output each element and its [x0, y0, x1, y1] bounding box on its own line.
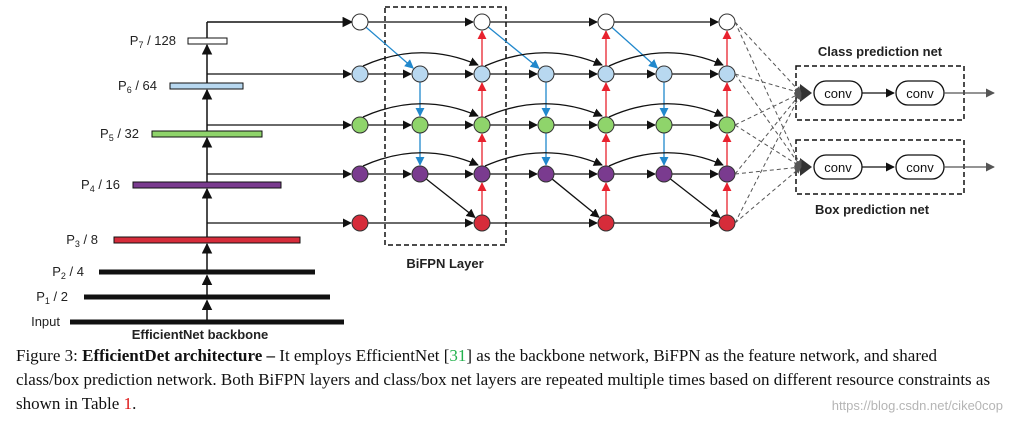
skip-curve-2-2	[608, 103, 724, 118]
figure-caption: Figure 3: EfficientDet architecture – It…	[16, 344, 1001, 416]
skip-curve-3-1	[484, 152, 603, 167]
caption-title: EfficientDet architecture –	[82, 346, 276, 365]
head-input-1-2	[734, 124, 802, 168]
conv-label-1-0: conv	[824, 86, 852, 101]
feature-node-p6-col4	[597, 65, 615, 83]
head-input-0-4	[734, 92, 802, 224]
head-input-0-2	[734, 92, 802, 126]
skip-curve-2-0	[362, 103, 479, 118]
backbone-label-input: Input	[31, 314, 60, 329]
feature-node-p4-col5	[655, 165, 673, 183]
backbone-label-p7: P7 / 128	[130, 33, 176, 50]
backbone-label-p4: P4 / 16	[81, 177, 120, 194]
bifpn-edges	[207, 17, 732, 228]
backbone-bars	[70, 37, 344, 325]
feature-node-p5-col4	[597, 116, 615, 134]
feature-node-p4-col6	[718, 165, 736, 183]
backbone: Input P1 / 2 P2 / 4 P3 / 8 P4 / 16 P5 / 32 P6 …	[31, 16, 354, 342]
td-p4-p3-1	[551, 178, 600, 218]
backbone-bar-p6	[169, 82, 244, 90]
conv-label-2-0: conv	[906, 86, 934, 101]
td-p4-p3-2	[669, 178, 721, 219]
feature-node-p4-col4	[597, 165, 615, 183]
feature-node-p5-col1	[411, 116, 429, 134]
head-input-1-3	[734, 164, 802, 175]
feature-node-p5-col3	[537, 116, 555, 134]
feature-node-p4-col2	[473, 165, 491, 183]
skip-curve-3-0	[362, 152, 479, 167]
caption-ref-31[interactable]: 31	[449, 346, 467, 365]
prediction-heads: conv conv conv conv	[734, 21, 995, 224]
conv-label-1-1: conv	[824, 160, 852, 175]
backbone-bar-p3	[113, 236, 301, 244]
feature-node-p6-col6	[718, 65, 736, 83]
backbone-bar-p1	[84, 294, 330, 300]
backbone-label-p2: P2 / 4	[52, 264, 84, 281]
feature-node-p7-col2	[473, 13, 491, 31]
backbone-labels: Input P1 / 2 P2 / 4 P3 / 8 P4 / 16 P5 / 32 P6 …	[31, 33, 176, 329]
feature-node-p4-col3	[537, 165, 555, 183]
skip-curve-1-2	[608, 52, 724, 67]
head-input-1-4	[734, 166, 802, 224]
topdown-p7-p6-0	[365, 26, 414, 69]
topdown-p7-p6-2	[611, 26, 658, 69]
td-p4-p3-0	[425, 178, 476, 218]
head-input-1-0	[734, 21, 802, 168]
feature-node-p3-col0	[351, 214, 369, 232]
efficientdet-diagram: Input P1 / 2 P2 / 4 P3 / 8 P4 / 16 P5 / 32 P6 …	[31, 6, 995, 342]
feature-node-p6-col5	[655, 65, 673, 83]
backbone-bar-p2	[99, 269, 315, 275]
feature-node-p7-col4	[597, 13, 615, 31]
feature-node-p7-col6	[718, 13, 736, 31]
backbone-bar-p4	[132, 181, 282, 189]
skip-curve-3-2	[608, 152, 724, 167]
caption-text-1: It employs EfficientNet [	[275, 346, 450, 365]
caption-figure-number: Figure 3:	[16, 346, 78, 365]
box-net-title: Box prediction net	[815, 202, 930, 217]
feature-node-p4-col1	[411, 165, 429, 183]
backbone-bar-p5	[151, 130, 263, 138]
feature-node-p5-col6	[718, 116, 736, 134]
backbone-bar-p7	[187, 37, 228, 45]
head-input-1-1	[734, 73, 802, 168]
feature-node-p7-col0	[351, 13, 369, 31]
feature-node-p3-col4	[597, 214, 615, 232]
feature-node-p6-col3	[537, 65, 555, 83]
class-net-title: Class prediction net	[818, 44, 943, 59]
feature-node-p5-col5	[655, 116, 673, 134]
head-input-0-0	[734, 21, 802, 94]
skip-curve-1-1	[484, 52, 603, 67]
head-input-0-1	[734, 73, 802, 95]
feature-node-p3-col2	[473, 214, 491, 232]
skip-curve-2-1	[484, 103, 603, 118]
head-funnel-0	[800, 84, 812, 102]
backbone-label-p6: P6 / 64	[118, 78, 157, 95]
feature-node-p4-col0	[351, 165, 369, 183]
caption-text-2: ] as the backbone network, BiFPN as the …	[16, 346, 991, 413]
conv-label-2-1: conv	[906, 160, 934, 175]
backbone-title: EfficientNet backbone	[132, 327, 269, 342]
backbone-label-p1: P1 / 2	[36, 289, 68, 306]
caption-ref-table-1[interactable]: 1	[123, 394, 133, 413]
feature-node-p6-col1	[411, 65, 429, 83]
backbone-bar-input	[70, 319, 344, 325]
backbone-label-p5: P5 / 32	[100, 126, 139, 143]
topdown-p7-p6-1	[487, 26, 540, 69]
caption-text-3: .	[132, 394, 137, 413]
head-funnel-1	[800, 158, 812, 176]
watermark-url: https://blog.csdn.net/cike0cop	[831, 398, 1003, 413]
head-input-0-3	[734, 92, 802, 175]
bifpn-label: BiFPN Layer	[406, 256, 483, 271]
backbone-label-p3: P3 / 8	[66, 232, 98, 249]
feature-node-p5-col0	[351, 116, 369, 134]
feature-node-p6-col2	[473, 65, 491, 83]
feature-node-p5-col2	[473, 116, 491, 134]
bifpn-layer-box	[384, 6, 507, 246]
bifpn-nodes	[351, 13, 736, 232]
feature-node-p3-col6	[718, 214, 736, 232]
feature-node-p6-col0	[351, 65, 369, 83]
skip-curve-1-0	[362, 52, 479, 67]
backbone-arrows	[201, 16, 354, 320]
